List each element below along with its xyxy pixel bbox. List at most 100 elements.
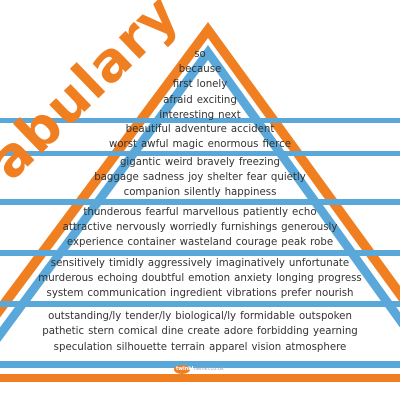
word: gigantic [119,156,161,168]
word: attractive [62,221,112,233]
word: companion [123,187,181,199]
word: sensitively [50,257,105,269]
word: next [218,109,241,121]
word: nourish [315,288,354,300]
word: formidable [240,311,295,323]
inner-white-triangle [0,60,400,361]
word: patiently [242,206,289,218]
word: freezing [238,156,281,168]
word: because [178,64,222,76]
tier-divider [0,118,400,123]
word: yearning [312,326,358,338]
word: communication [87,288,167,300]
word: furnishings [220,221,278,233]
word: echo [292,206,317,218]
word: biological/ly [175,311,237,323]
twinkl-logo [174,365,190,374]
word: sadness [142,171,185,183]
word: stern [88,326,115,338]
word: progress [317,272,362,284]
word: happiness [224,187,277,199]
word: terrain [171,341,206,353]
word: imaginatively [215,257,285,269]
word: weird [164,156,193,168]
word: longing [275,272,314,284]
word: baggage [94,171,139,183]
word: worriedly [169,221,217,233]
word: doubtful [141,272,185,284]
word: wasteland [179,237,232,249]
word: silently [184,187,221,199]
word: forbidding [256,326,309,338]
word: interesting [159,109,215,121]
word: emotion [188,272,231,284]
word: silhouette [116,341,168,353]
tier-row: so [192,47,208,62]
word: joy [188,171,204,183]
word: magic [172,139,204,150]
word: thunderous [83,206,142,218]
word: shelter [207,171,243,183]
word: murderous [38,272,94,284]
word: system [46,288,84,300]
twinkl-logo-text: twinkl [176,366,194,372]
word: fierce [262,139,291,150]
word: enormous [207,139,259,150]
word: aggressively [147,257,212,269]
word: courage [235,237,278,249]
word: experience [66,237,124,249]
word: dine [161,326,184,338]
word: prefer [280,288,312,300]
word: vibrations [226,288,277,300]
word: create [187,326,220,338]
word: ingredient [170,288,223,300]
word: bravely [196,156,235,168]
word: outspoken [298,311,352,323]
word: adore [223,326,253,338]
word: robe [310,237,334,249]
word: apparel [209,341,248,353]
word: beautiful [125,123,171,135]
word: so [194,49,206,60]
footer-url: twinkl.co.uk [194,366,224,372]
tier-row: because [177,62,224,77]
word: pathetic [42,326,85,338]
tier-divider [0,151,400,156]
word: marvellous [182,206,239,218]
word: comical [118,326,158,338]
word: first [172,79,193,91]
word: accident [230,123,275,135]
word: generously [281,221,338,233]
word: unfortunate [288,257,350,269]
tier-divider [0,250,400,256]
word: afraid [163,94,193,106]
tier-divider [0,301,400,307]
word: fear [246,171,267,183]
word: nervously [115,221,166,233]
word: peak [281,237,307,249]
word: echoing [97,272,138,284]
word: fearful [145,206,179,218]
word: atmosphere [285,341,347,353]
word: tender/ly [125,311,172,323]
